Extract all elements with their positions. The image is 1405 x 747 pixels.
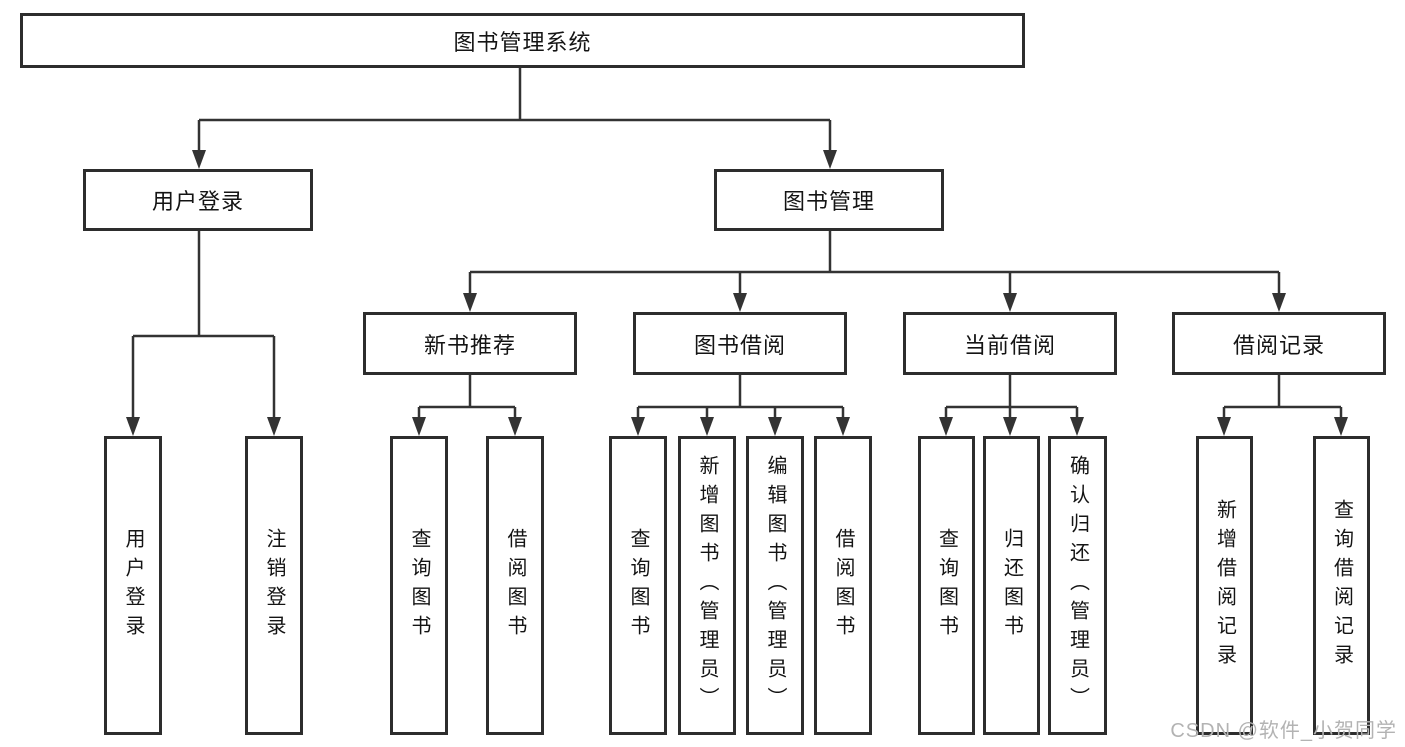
leaf-query-books-borrow: 查询图书 [609, 436, 667, 735]
leaf-confirm-return-admin: 确认归还（管理员） [1048, 436, 1107, 735]
leaf-query-borrow-record: 查询借阅记录 [1313, 436, 1370, 735]
node-label: 新增图书（管理员） [696, 455, 718, 716]
node-new-book-recommend: 新书推荐 [363, 312, 577, 375]
leaf-query-books-current: 查询图书 [918, 436, 975, 735]
leaf-user-login: 用户登录 [104, 436, 162, 735]
node-book-management: 图书管理 [714, 169, 944, 231]
leaf-borrow-books-recommend: 借阅图书 [486, 436, 544, 735]
node-label: 查询图书 [408, 527, 430, 644]
node-label: 图书管理 [782, 189, 875, 214]
node-label: 确认归还（管理员） [1066, 455, 1089, 716]
node-label: 借阅图书 [832, 527, 854, 644]
leaf-query-books-recommend: 查询图书 [390, 436, 448, 735]
node-label: 新书推荐 [423, 332, 516, 358]
node-label: 借阅记录 [1232, 332, 1325, 358]
node-label: 借阅图书 [504, 527, 526, 644]
node-label: 编辑图书（管理员） [764, 455, 786, 716]
leaf-add-borrow-record: 新增借阅记录 [1196, 436, 1253, 735]
node-label: 用户登录 [151, 189, 244, 214]
node-label: 查询图书 [627, 527, 649, 644]
leaf-edit-book-admin: 编辑图书（管理员） [746, 436, 804, 735]
node-borrow-records: 借阅记录 [1172, 312, 1386, 375]
node-label: 当前借阅 [963, 332, 1056, 358]
leaf-borrow-books: 借阅图书 [814, 436, 872, 735]
node-library-management-system: 图书管理系统 [20, 13, 1025, 68]
node-user-login: 用户登录 [83, 169, 313, 231]
node-label: 图书借阅 [693, 332, 786, 358]
leaf-add-book-admin: 新增图书（管理员） [678, 436, 736, 735]
node-label: 查询借阅记录 [1330, 498, 1353, 673]
node-label: 查询图书 [935, 527, 958, 644]
node-label: 归还图书 [1000, 527, 1023, 644]
node-label: 注销登录 [263, 527, 285, 644]
node-label: 新增借阅记录 [1213, 498, 1236, 673]
csdn-watermark: CSDN @软件_小贺同学 [1170, 720, 1397, 742]
node-book-borrow: 图书借阅 [633, 312, 847, 375]
node-label: 用户登录 [122, 527, 144, 644]
node-label: 图书管理系统 [453, 29, 592, 55]
leaf-return-book: 归还图书 [983, 436, 1040, 735]
leaf-logout: 注销登录 [245, 436, 303, 735]
node-current-borrow: 当前借阅 [903, 312, 1117, 375]
